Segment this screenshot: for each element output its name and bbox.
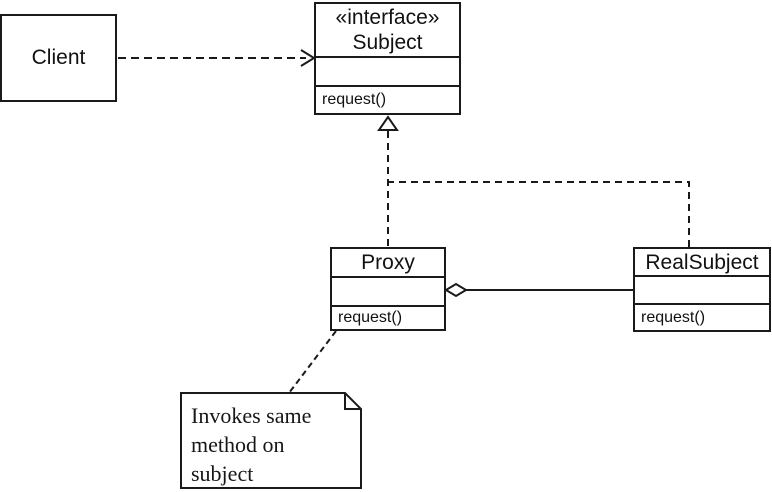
subject-operations-compartment: request() xyxy=(316,87,459,113)
subject-class-name: Subject xyxy=(352,31,423,54)
uml-note: Invokes same method on subject xyxy=(191,401,356,488)
note-line: subject xyxy=(191,461,254,486)
proxy-class-name: Proxy xyxy=(361,251,415,274)
realsubject-title-compartment: RealSubject xyxy=(635,249,769,277)
subject-operation: request() xyxy=(322,91,387,108)
proxy-title-compartment: Proxy xyxy=(332,249,444,278)
realsubject-class-box: RealSubject request() xyxy=(633,247,771,332)
client-class-name: Client xyxy=(31,46,86,69)
realsubject-operations-compartment: request() xyxy=(635,305,769,330)
proxy-attributes-compartment xyxy=(332,278,444,307)
realization-line-realsubject-subject xyxy=(388,181,690,247)
subject-title-compartment: «interface» Subject xyxy=(316,4,459,58)
subject-interface-box: «interface» Subject request() xyxy=(314,2,461,115)
aggregation-diamond-icon xyxy=(444,282,468,298)
note-line: method on xyxy=(191,432,285,457)
proxy-operations-compartment: request() xyxy=(332,307,444,329)
realsubject-class-name: RealSubject xyxy=(645,250,759,274)
note-fold-icon xyxy=(344,393,361,410)
proxy-operation: request() xyxy=(338,309,403,326)
realization-triangle-icon xyxy=(377,115,399,131)
realsubject-operation: request() xyxy=(641,308,706,326)
realsubject-attributes-compartment xyxy=(635,277,769,305)
note-shape xyxy=(180,392,362,489)
client-class-box: Client xyxy=(0,14,117,102)
note-connector-line xyxy=(288,330,337,394)
subject-attributes-compartment xyxy=(316,58,459,87)
proxy-class-box: Proxy request() xyxy=(330,247,446,331)
subject-stereotype: «interface» xyxy=(335,6,440,29)
note-line: Invokes same xyxy=(191,403,312,428)
